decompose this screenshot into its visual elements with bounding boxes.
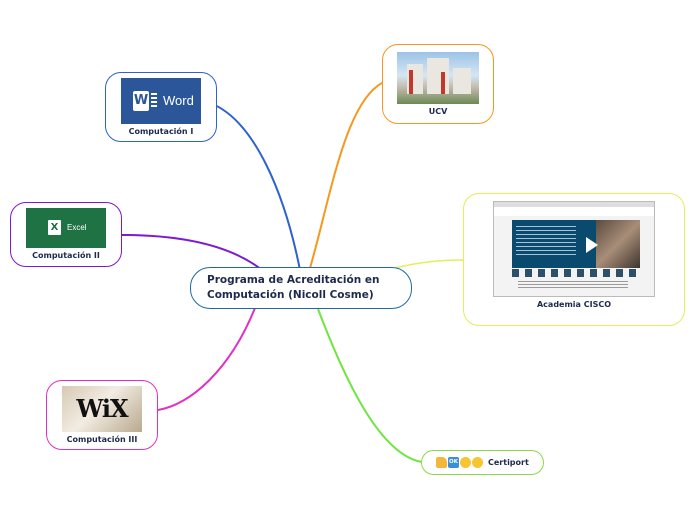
word-logo-text: Word	[163, 93, 194, 108]
node-label: Computación II	[32, 251, 100, 260]
node-label: Computación I	[128, 127, 194, 136]
wix-logo-image: WiX	[62, 386, 142, 432]
node-computacion-1[interactable]: W Word Computación I	[105, 72, 217, 142]
central-topic-line-1: Programa de Acreditación en	[207, 274, 380, 286]
connector-ucv	[309, 81, 385, 269]
node-label: Computación III	[66, 435, 138, 444]
node-computacion-3[interactable]: WiX Computación III	[46, 380, 158, 450]
connector-computacion-2	[121, 234, 263, 271]
cisco-website-screenshot	[493, 201, 655, 297]
grin-icon	[472, 457, 483, 468]
thumbs-up-icon	[436, 457, 447, 468]
wix-logo-text: WiX	[76, 394, 128, 423]
central-topic[interactable]: Programa de Acreditación en Computación …	[190, 267, 412, 309]
node-certiport[interactable]: OK Certiport	[421, 450, 544, 475]
central-topic-line-2: Computación (Nicoll Cosme)	[207, 289, 374, 301]
ok-icon: OK	[448, 457, 459, 468]
node-ucv[interactable]: UCV	[382, 44, 494, 124]
excel-logo-image: X Excel	[26, 208, 106, 248]
node-label: UCV	[428, 107, 448, 116]
play-icon	[586, 237, 598, 253]
heart-eyes-icon	[460, 457, 471, 468]
excel-logo-text: Excel	[67, 223, 87, 232]
connector-cisco	[394, 259, 464, 269]
node-label: Academia CISCO	[536, 300, 612, 309]
node-academia-cisco[interactable]: Academia CISCO	[463, 193, 685, 326]
word-logo-image: W Word	[121, 78, 201, 124]
node-label: Certiport	[488, 458, 529, 467]
node-computacion-2[interactable]: X Excel Computación II	[10, 202, 122, 267]
connector-computacion-3	[157, 307, 256, 411]
connector-certiport	[317, 308, 423, 463]
ucv-campus-image	[397, 52, 479, 104]
excel-icon: X	[50, 222, 59, 233]
word-icon: W	[133, 93, 149, 108]
connector-computacion-1	[209, 102, 301, 271]
